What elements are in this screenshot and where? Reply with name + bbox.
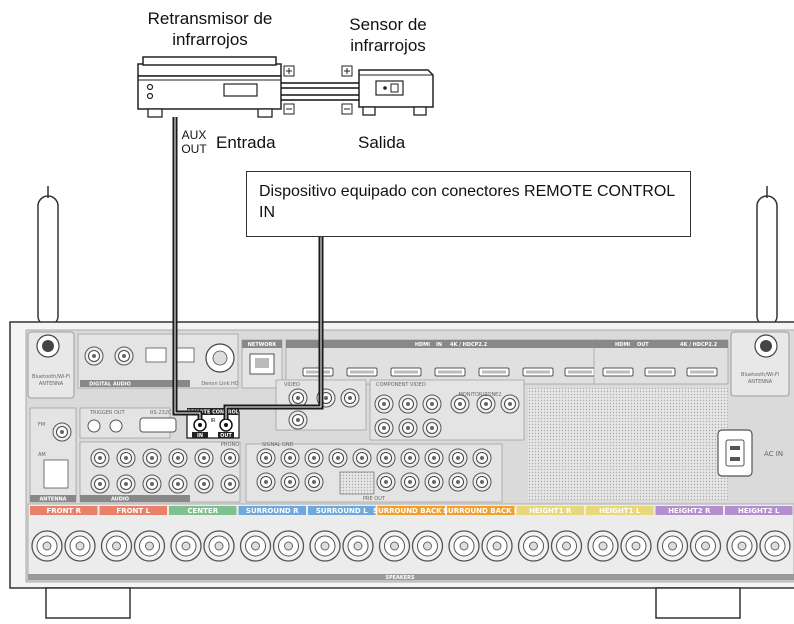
svg-text:4K / HDCP2.2: 4K / HDCP2.2 [450, 342, 488, 348]
svg-text:MONITOR/ZONE2: MONITOR/ZONE2 [458, 392, 501, 398]
svg-text:IN: IN [197, 433, 203, 439]
salida-label: Salida [358, 132, 405, 153]
speaker-terminal [519, 531, 549, 561]
svg-text:Denon Link HD: Denon Link HD [201, 381, 239, 387]
speaker-group-label: HEIGHT2 L [738, 507, 780, 515]
speaker-group-label: CENTER [187, 507, 218, 515]
svg-text:SPEAKERS: SPEAKERS [385, 575, 415, 581]
svg-text:SIGNAL GND: SIGNAL GND [262, 442, 294, 448]
speaker-group-label: FRONT R [46, 507, 81, 515]
ir-sensor [359, 70, 433, 115]
speaker-terminal [343, 531, 373, 561]
speaker-terminal [760, 531, 790, 561]
av-receiver: Bluetooth/Wi-Fi ANTENNA DIGITAL AUDIO De… [10, 322, 794, 588]
speaker-terminal [727, 531, 757, 561]
speaker-terminal [658, 531, 688, 561]
svg-text:HDMI: HDMI [415, 342, 430, 348]
receiver-foot-left [46, 588, 130, 618]
svg-text:ANTENNA: ANTENNA [39, 497, 66, 503]
speaker-terminal [102, 531, 132, 561]
antenna-right-label: Bluetooth/Wi-Fi [741, 372, 779, 378]
svg-text:DIGITAL AUDIO: DIGITAL AUDIO [89, 382, 131, 388]
speaker-terminal [310, 531, 340, 561]
speaker-terminal [241, 531, 271, 561]
speaker-group-label: FRONT L [116, 507, 150, 515]
antenna-left-label: Bluetooth/Wi-Fi [32, 374, 70, 380]
svg-text:4K / HDCP2.2: 4K / HDCP2.2 [680, 342, 718, 348]
entrada-label: Entrada [216, 132, 276, 153]
svg-text:AM: AM [38, 452, 46, 458]
svg-text:OUT: OUT [637, 342, 649, 348]
sensor-eye-icon [383, 86, 387, 90]
retransmitter-label: Retransmisor de infrarrojos [126, 8, 294, 50]
display-window [224, 84, 257, 96]
speaker-terminal [274, 531, 304, 561]
speaker-terminal [482, 531, 512, 561]
aux-out-label: AUX OUT [176, 128, 212, 156]
svg-text:RS-232C: RS-232C [150, 410, 172, 416]
speaker-terminal [449, 531, 479, 561]
speaker-group-label: SURROUND R [246, 507, 299, 515]
sensor-label: Sensor de infrarrojos [328, 14, 448, 56]
svg-text:HDMI: HDMI [615, 342, 630, 348]
speaker-group-label: SURROUND L [316, 507, 368, 515]
speaker-terminal [380, 531, 410, 561]
speaker-group-label: SURROUND BACK L [443, 507, 519, 515]
svg-text:FM: FM [38, 422, 45, 428]
terminal-markers [284, 66, 352, 114]
speaker-terminal [32, 531, 62, 561]
device-callout: Dispositivo equipado con conectores REMO… [246, 171, 691, 237]
svg-text:PRE OUT: PRE OUT [363, 496, 386, 502]
antenna-left [38, 186, 58, 344]
svg-text:AC IN: AC IN [764, 450, 783, 458]
speaker-terminal [621, 531, 651, 561]
speaker-terminal [171, 531, 201, 561]
speaker-terminal [135, 531, 165, 561]
svg-text:ANTENNA: ANTENNA [39, 381, 64, 387]
svg-text:IR: IR [211, 418, 216, 424]
svg-text:VIDEO: VIDEO [284, 382, 300, 388]
ir-retransmitter [138, 57, 281, 117]
antenna-right [757, 186, 777, 344]
speaker-terminal [552, 531, 582, 561]
svg-text:AUDIO: AUDIO [111, 497, 129, 503]
speaker-terminal [588, 531, 618, 561]
speaker-terminal [691, 531, 721, 561]
svg-text:ANTENNA: ANTENNA [748, 379, 773, 385]
svg-text:IN: IN [436, 342, 442, 348]
receiver-foot-right [656, 588, 740, 618]
speaker-group-label: HEIGHT1 L [599, 507, 641, 515]
speaker-terminal [65, 531, 95, 561]
ir-link-wires [281, 83, 359, 100]
speaker-group-label: HEIGHT1 R [529, 507, 572, 515]
svg-text:TRIGGER OUT: TRIGGER OUT [89, 410, 126, 416]
speaker-terminal [413, 531, 443, 561]
speaker-terminal [204, 531, 234, 561]
svg-text:NETWORK: NETWORK [248, 342, 278, 348]
svg-text:COMPONENT VIDEO: COMPONENT VIDEO [376, 382, 426, 388]
svg-text:PHONO: PHONO [221, 442, 239, 448]
svg-text:OUT: OUT [220, 433, 232, 439]
speaker-group-label: SURROUND BACK R [373, 507, 450, 515]
speaker-group-label: HEIGHT2 R [668, 507, 711, 515]
